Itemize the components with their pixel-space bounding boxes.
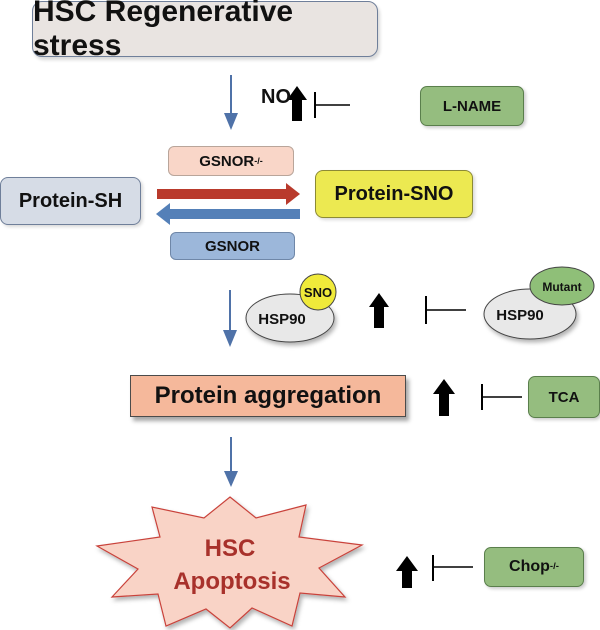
up-arrow-icon-hsp90: [369, 293, 389, 328]
inhibition-line-l-name: [314, 92, 350, 118]
inhibition-line-chop: [432, 555, 473, 581]
up-arrow-icon-aggregation: [433, 379, 455, 416]
chop-text: Chop: [509, 558, 550, 575]
tca-text: TCA: [548, 388, 580, 406]
apoptosis-starburst: HSC Apoptosis: [95, 496, 364, 629]
title-text: HSC Regenerative stress: [33, 0, 294, 62]
tca-box: TCA: [528, 376, 600, 418]
hsc-regenerative-stress-box: HSC Regenerative stress: [32, 0, 378, 62]
flow-arrow-down-3: [224, 437, 238, 487]
reverse-arrow-blue: [156, 203, 300, 225]
hsp90-mutant-complex: Mutant HSP90: [483, 266, 595, 340]
gsnor-knockout-superscript: -/-: [254, 155, 263, 166]
up-arrow-icon-apoptosis: [396, 556, 418, 588]
protein-aggregation-text: Protein aggregation: [154, 382, 382, 409]
protein-sh-box: Protein-SH: [0, 177, 141, 225]
flow-arrow-down-2: [223, 290, 237, 347]
inhibition-line-tca: [481, 384, 522, 410]
hsp90-sno-complex: SNO HSP90: [245, 273, 337, 343]
chop-knockout-box: Chop-/-: [484, 547, 584, 587]
up-arrow-icon-no: [287, 86, 307, 121]
protein-aggregation-box: Protein aggregation: [130, 375, 406, 417]
hsp90-mutant-text: HSP90: [496, 307, 544, 324]
forward-arrow-red: [157, 183, 300, 205]
protein-sno-box: Protein-SNO: [315, 170, 473, 218]
sno-badge-text: SNO: [304, 285, 332, 300]
inhibition-line-mutant: [425, 296, 466, 324]
chop-superscript: -/-: [549, 561, 559, 573]
protein-sno-text: Protein-SNO: [334, 182, 454, 205]
l-name-box: L-NAME: [420, 86, 524, 126]
mutant-badge-text: Mutant: [542, 280, 581, 294]
protein-sh-text: Protein-SH: [18, 189, 123, 212]
gsnor-knockout-box: GSNOR-/-: [168, 146, 294, 176]
l-name-text: L-NAME: [442, 97, 502, 115]
gsnor-text: GSNOR: [204, 237, 260, 255]
flow-arrow-down-1: [224, 75, 238, 130]
apoptosis-line2: Apoptosis: [173, 568, 290, 595]
hsp90-text: HSP90: [258, 311, 306, 328]
no-label: NO: [261, 86, 291, 108]
apoptosis-line1: HSC: [205, 535, 256, 562]
gsnor-knockout-text: GSNOR: [199, 152, 255, 170]
gsnor-box: GSNOR: [170, 232, 295, 260]
